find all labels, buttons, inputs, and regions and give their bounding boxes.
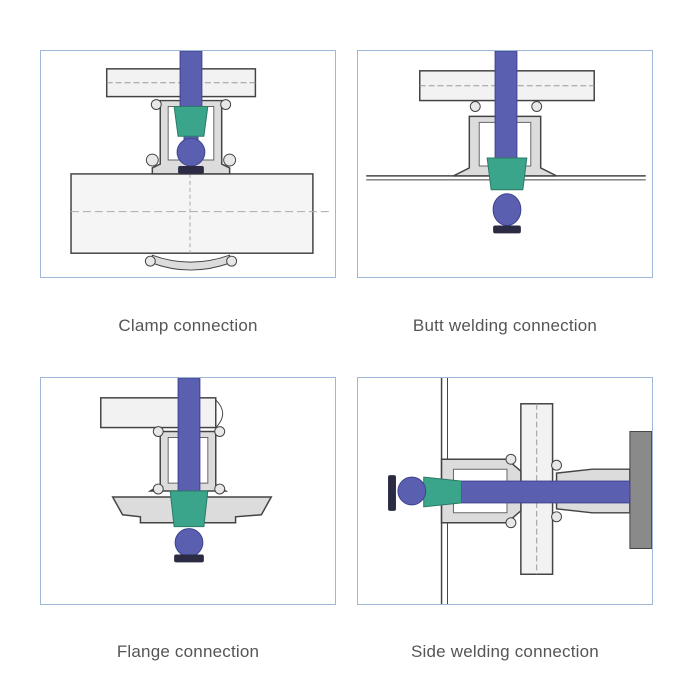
butt-welding-connection-caption: Butt welding connection [412, 316, 598, 335]
clamp-connection-caption: Clamp connection [118, 316, 258, 335]
side-welding-connection-diagram [357, 377, 653, 605]
side-welding-connection-illustration [388, 378, 652, 604]
clamp-connection-illustration [70, 51, 329, 271]
clamp-connection-diagram [40, 50, 336, 278]
flange-connection-caption: Flange connection [116, 642, 260, 661]
flange-connection-illustration [100, 378, 273, 563]
side-welding-connection-caption: Side welding connection [411, 642, 599, 661]
butt-welding-connection-diagram [357, 50, 653, 278]
flange-connection-diagram [40, 377, 336, 605]
butt-welding-connection-illustration [366, 51, 646, 234]
